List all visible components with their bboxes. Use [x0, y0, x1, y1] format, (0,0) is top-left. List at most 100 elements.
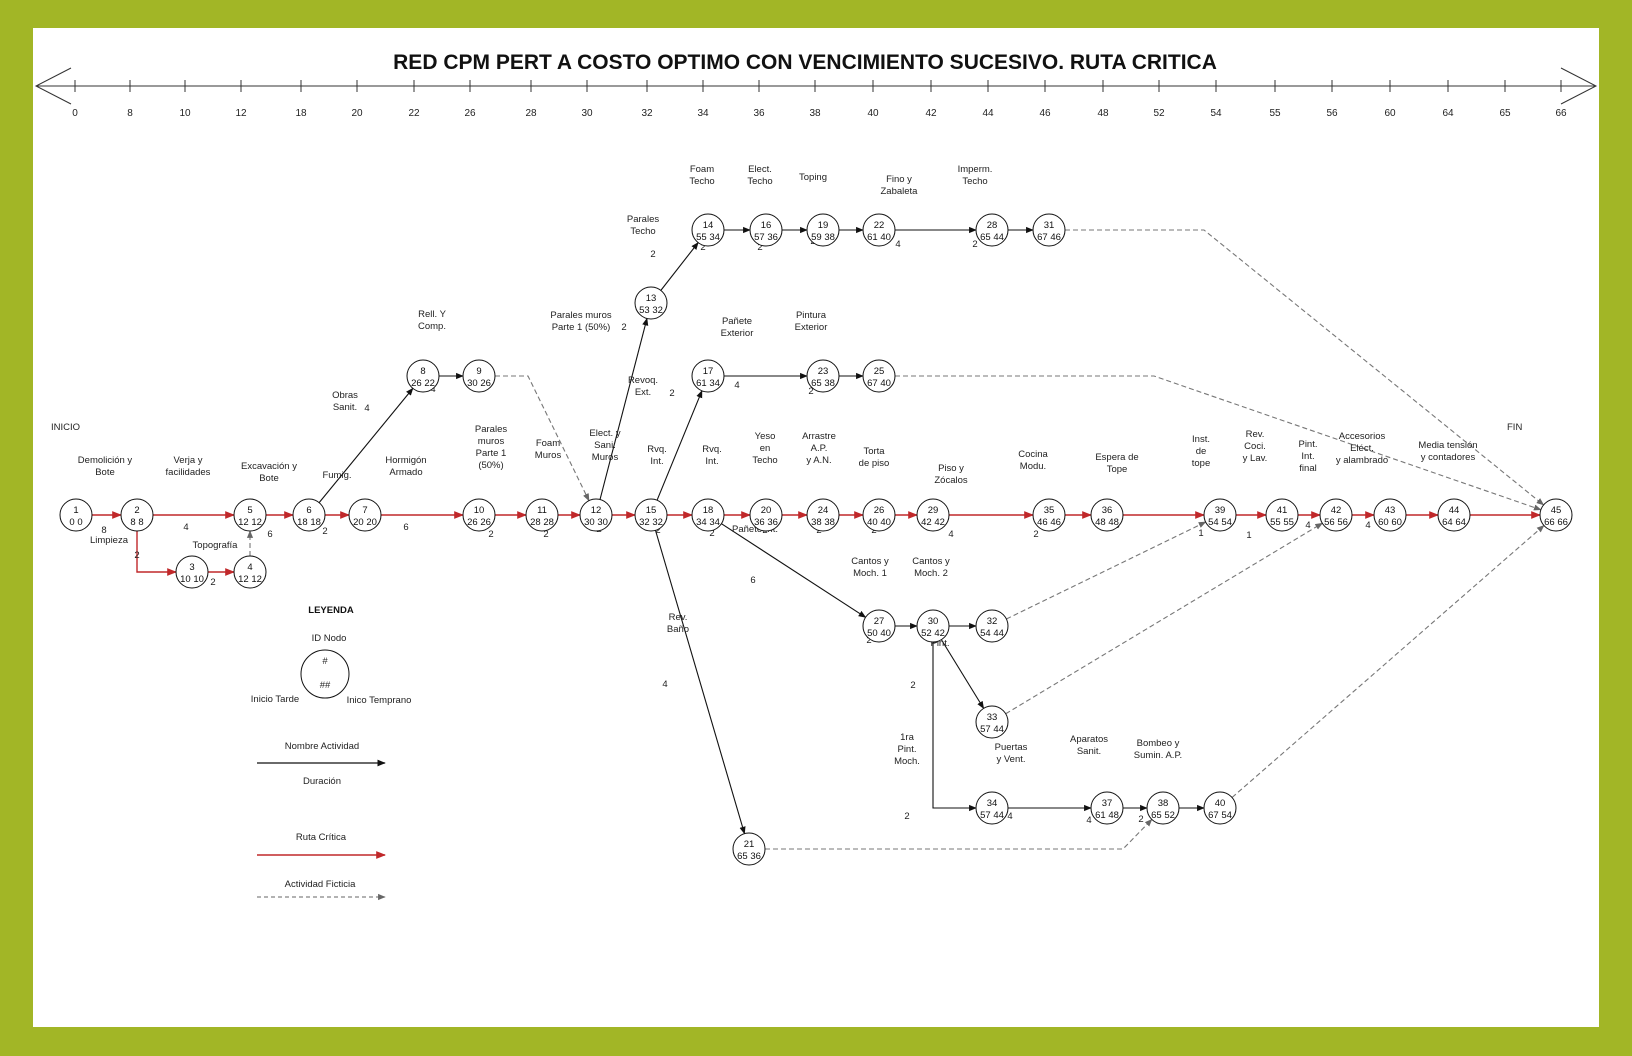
node-id: 38	[1158, 798, 1169, 809]
activity-name: de piso	[859, 458, 890, 469]
activity-arrow	[654, 530, 746, 835]
node-times: 55 55	[1270, 517, 1294, 528]
event-node: 310 10	[175, 555, 209, 589]
activity-name: A.P.	[811, 443, 828, 454]
node-circle	[916, 609, 950, 643]
node-id: 8	[420, 366, 425, 377]
node-id: 1	[73, 505, 78, 516]
activity-name: Modu.	[1020, 461, 1046, 472]
axis-tick-label: 66	[1555, 108, 1567, 119]
legend-node-circle	[300, 649, 350, 699]
node-id: 20	[761, 505, 772, 516]
node-id: 33	[987, 712, 998, 723]
node-circle	[1090, 498, 1124, 532]
event-node: 10 0	[59, 498, 93, 532]
activity-name: Media tensión	[1418, 440, 1477, 451]
activity-name: Sumin. A.P.	[1134, 750, 1182, 761]
activity-arrow	[932, 642, 977, 812]
node-circle	[1032, 213, 1066, 247]
activity-name: Parte 1 (50%)	[552, 322, 611, 333]
node-id: 28	[987, 220, 998, 231]
activity-name: Fino y	[886, 174, 912, 185]
activity-duration: 4	[895, 239, 900, 250]
axis-tick-label: 10	[179, 108, 191, 119]
activity-name: Moch. 2	[914, 568, 948, 579]
dummy-activity-arrow	[495, 375, 590, 502]
activity-name: Int.	[650, 456, 663, 467]
node-times: 67 46	[1037, 232, 1061, 243]
node-circle	[916, 498, 950, 532]
node-times: 57 44	[980, 810, 1004, 821]
activity-duration: 2	[910, 680, 915, 691]
node-times: 67 40	[867, 378, 891, 389]
axis-tick-label: 36	[753, 108, 765, 119]
node-id: 44	[1449, 505, 1460, 516]
node-times: 56 56	[1324, 517, 1348, 528]
axis-tick-label: 42	[925, 108, 937, 119]
node-circle	[975, 791, 1009, 825]
activity-arrow	[656, 390, 703, 501]
activity-name: Int.	[1301, 451, 1314, 462]
node-id: 42	[1331, 505, 1342, 516]
legend-critical-path: Ruta Crítica	[296, 832, 347, 843]
axis-tick-label: 64	[1442, 108, 1454, 119]
activity-duration: 4	[430, 384, 435, 395]
node-times: 57 44	[980, 724, 1004, 735]
activity-name: Tope	[1107, 464, 1128, 475]
activity-name: Arrastre	[802, 431, 836, 442]
activity-duration: 8	[101, 525, 106, 536]
node-circle	[975, 213, 1009, 247]
activity-name: facilidades	[166, 467, 211, 478]
node-times: 55 34	[696, 232, 720, 243]
activity-name: Fumig.	[322, 470, 351, 481]
node-id: 25	[874, 366, 885, 377]
node-times: 57 36	[754, 232, 778, 243]
activity-arrow	[721, 523, 867, 618]
axis-tick-label: 56	[1326, 108, 1338, 119]
event-node: 826 22	[406, 359, 440, 393]
activity-duration: 2	[904, 811, 909, 822]
node-id: 15	[646, 505, 657, 516]
axis-tick-label: 44	[982, 108, 994, 119]
node-times: 65 44	[980, 232, 1004, 243]
node-times: 60 60	[1378, 517, 1402, 528]
activity-name: Moch. 1	[853, 568, 887, 579]
activity-name: Techo	[747, 176, 772, 187]
axis-tick-label: 22	[408, 108, 420, 119]
legend-late-start: Inicio Tarde	[251, 694, 299, 705]
node-times: 26 22	[411, 378, 435, 389]
node-circle	[525, 498, 559, 532]
activity-name: Toping	[799, 172, 827, 183]
activity-duration: 4	[662, 679, 667, 690]
activity-name: Comp.	[418, 321, 446, 332]
activity-arrow	[660, 242, 699, 291]
activity-duration: 2	[134, 550, 139, 561]
axis-arrow-left	[34, 67, 72, 105]
activity-name: Espera de	[1095, 452, 1138, 463]
axis-tick-label: 8	[127, 108, 133, 119]
node-times: 50 40	[867, 628, 891, 639]
dummy-activity-arrow	[895, 375, 1542, 511]
node-circle	[691, 498, 725, 532]
activity-name: Puertas	[995, 742, 1028, 753]
activity-name: de	[1196, 446, 1207, 457]
legend: LEYENDA ID Nodo # ## Inicio Tarde Inico …	[251, 605, 411, 901]
activity-name: y Lav.	[1243, 453, 1268, 464]
node-id: 21	[744, 839, 755, 850]
activity-duration: 2	[757, 242, 762, 253]
node-times: 32 32	[639, 517, 663, 528]
activity-name: Demolición y	[78, 455, 133, 466]
node-id: 22	[874, 220, 885, 231]
activity-name: y Vent.	[996, 754, 1025, 765]
activity-name: Elect.	[748, 164, 772, 175]
activity-name: Torta	[863, 446, 885, 457]
activity-duration: 2	[972, 239, 977, 250]
